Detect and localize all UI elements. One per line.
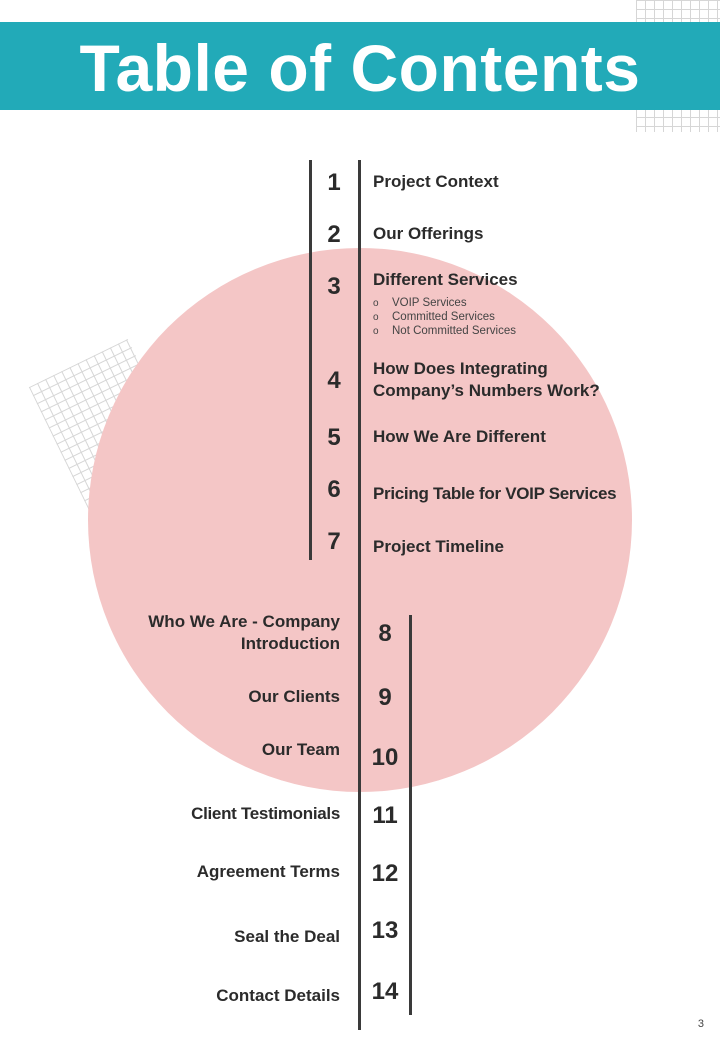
toc-item-who-we-are[interactable]: Who We Are - Company Introduction xyxy=(148,612,340,653)
toc-item-seal-the-deal[interactable]: Seal the Deal xyxy=(234,927,340,946)
bullet-icon: o xyxy=(373,312,379,323)
toc-number: 8 xyxy=(378,620,392,647)
toc-number: 14 xyxy=(371,978,399,1005)
toc-number: 13 xyxy=(371,917,399,944)
toc-number: 4 xyxy=(327,367,341,394)
toc-item-agreement-terms[interactable]: Agreement Terms xyxy=(196,862,340,881)
upper-number-rule xyxy=(309,160,312,560)
title-banner xyxy=(0,22,720,110)
toc-item-pricing-table[interactable]: Pricing Table for VOIP Services xyxy=(373,484,617,503)
toc-number: 11 xyxy=(372,802,398,829)
page-number: 3 xyxy=(697,1018,704,1030)
toc-item-different-services[interactable]: Different Services xyxy=(373,270,518,289)
toc-item-project-context[interactable]: Project Context xyxy=(373,172,499,191)
toc-item-how-we-are-different[interactable]: How We Are Different xyxy=(373,427,546,446)
lower-number-rule xyxy=(409,615,412,1015)
toc-item-integrating-numbers[interactable]: How Does Integrating Company’s Numbers W… xyxy=(373,359,600,400)
toc-item-client-testimonials[interactable]: Client Testimonials xyxy=(191,804,340,823)
toc-item-contact-details[interactable]: Contact Details xyxy=(216,986,340,1005)
toc-number: 12 xyxy=(371,860,399,887)
bullet-icon: o xyxy=(373,326,379,337)
toc-item-our-team[interactable]: Our Team xyxy=(261,740,340,759)
toc-number: 5 xyxy=(327,424,341,451)
toc-number: 6 xyxy=(327,476,341,503)
toc-item-our-clients[interactable]: Our Clients xyxy=(248,687,340,706)
bullet-icon: o xyxy=(373,298,379,309)
toc-number: 3 xyxy=(327,273,341,300)
toc-item-project-timeline[interactable]: Project Timeline xyxy=(373,537,505,556)
toc-number: 7 xyxy=(327,528,341,555)
center-rule xyxy=(358,160,361,1030)
toc-number: 9 xyxy=(378,684,392,711)
toc-number: 2 xyxy=(327,221,341,248)
page-title: Table of Contents xyxy=(79,31,641,105)
toc-number: 10 xyxy=(371,744,399,771)
toc-item-our-offerings[interactable]: Our Offerings xyxy=(373,224,484,243)
toc-number: 1 xyxy=(327,169,341,196)
